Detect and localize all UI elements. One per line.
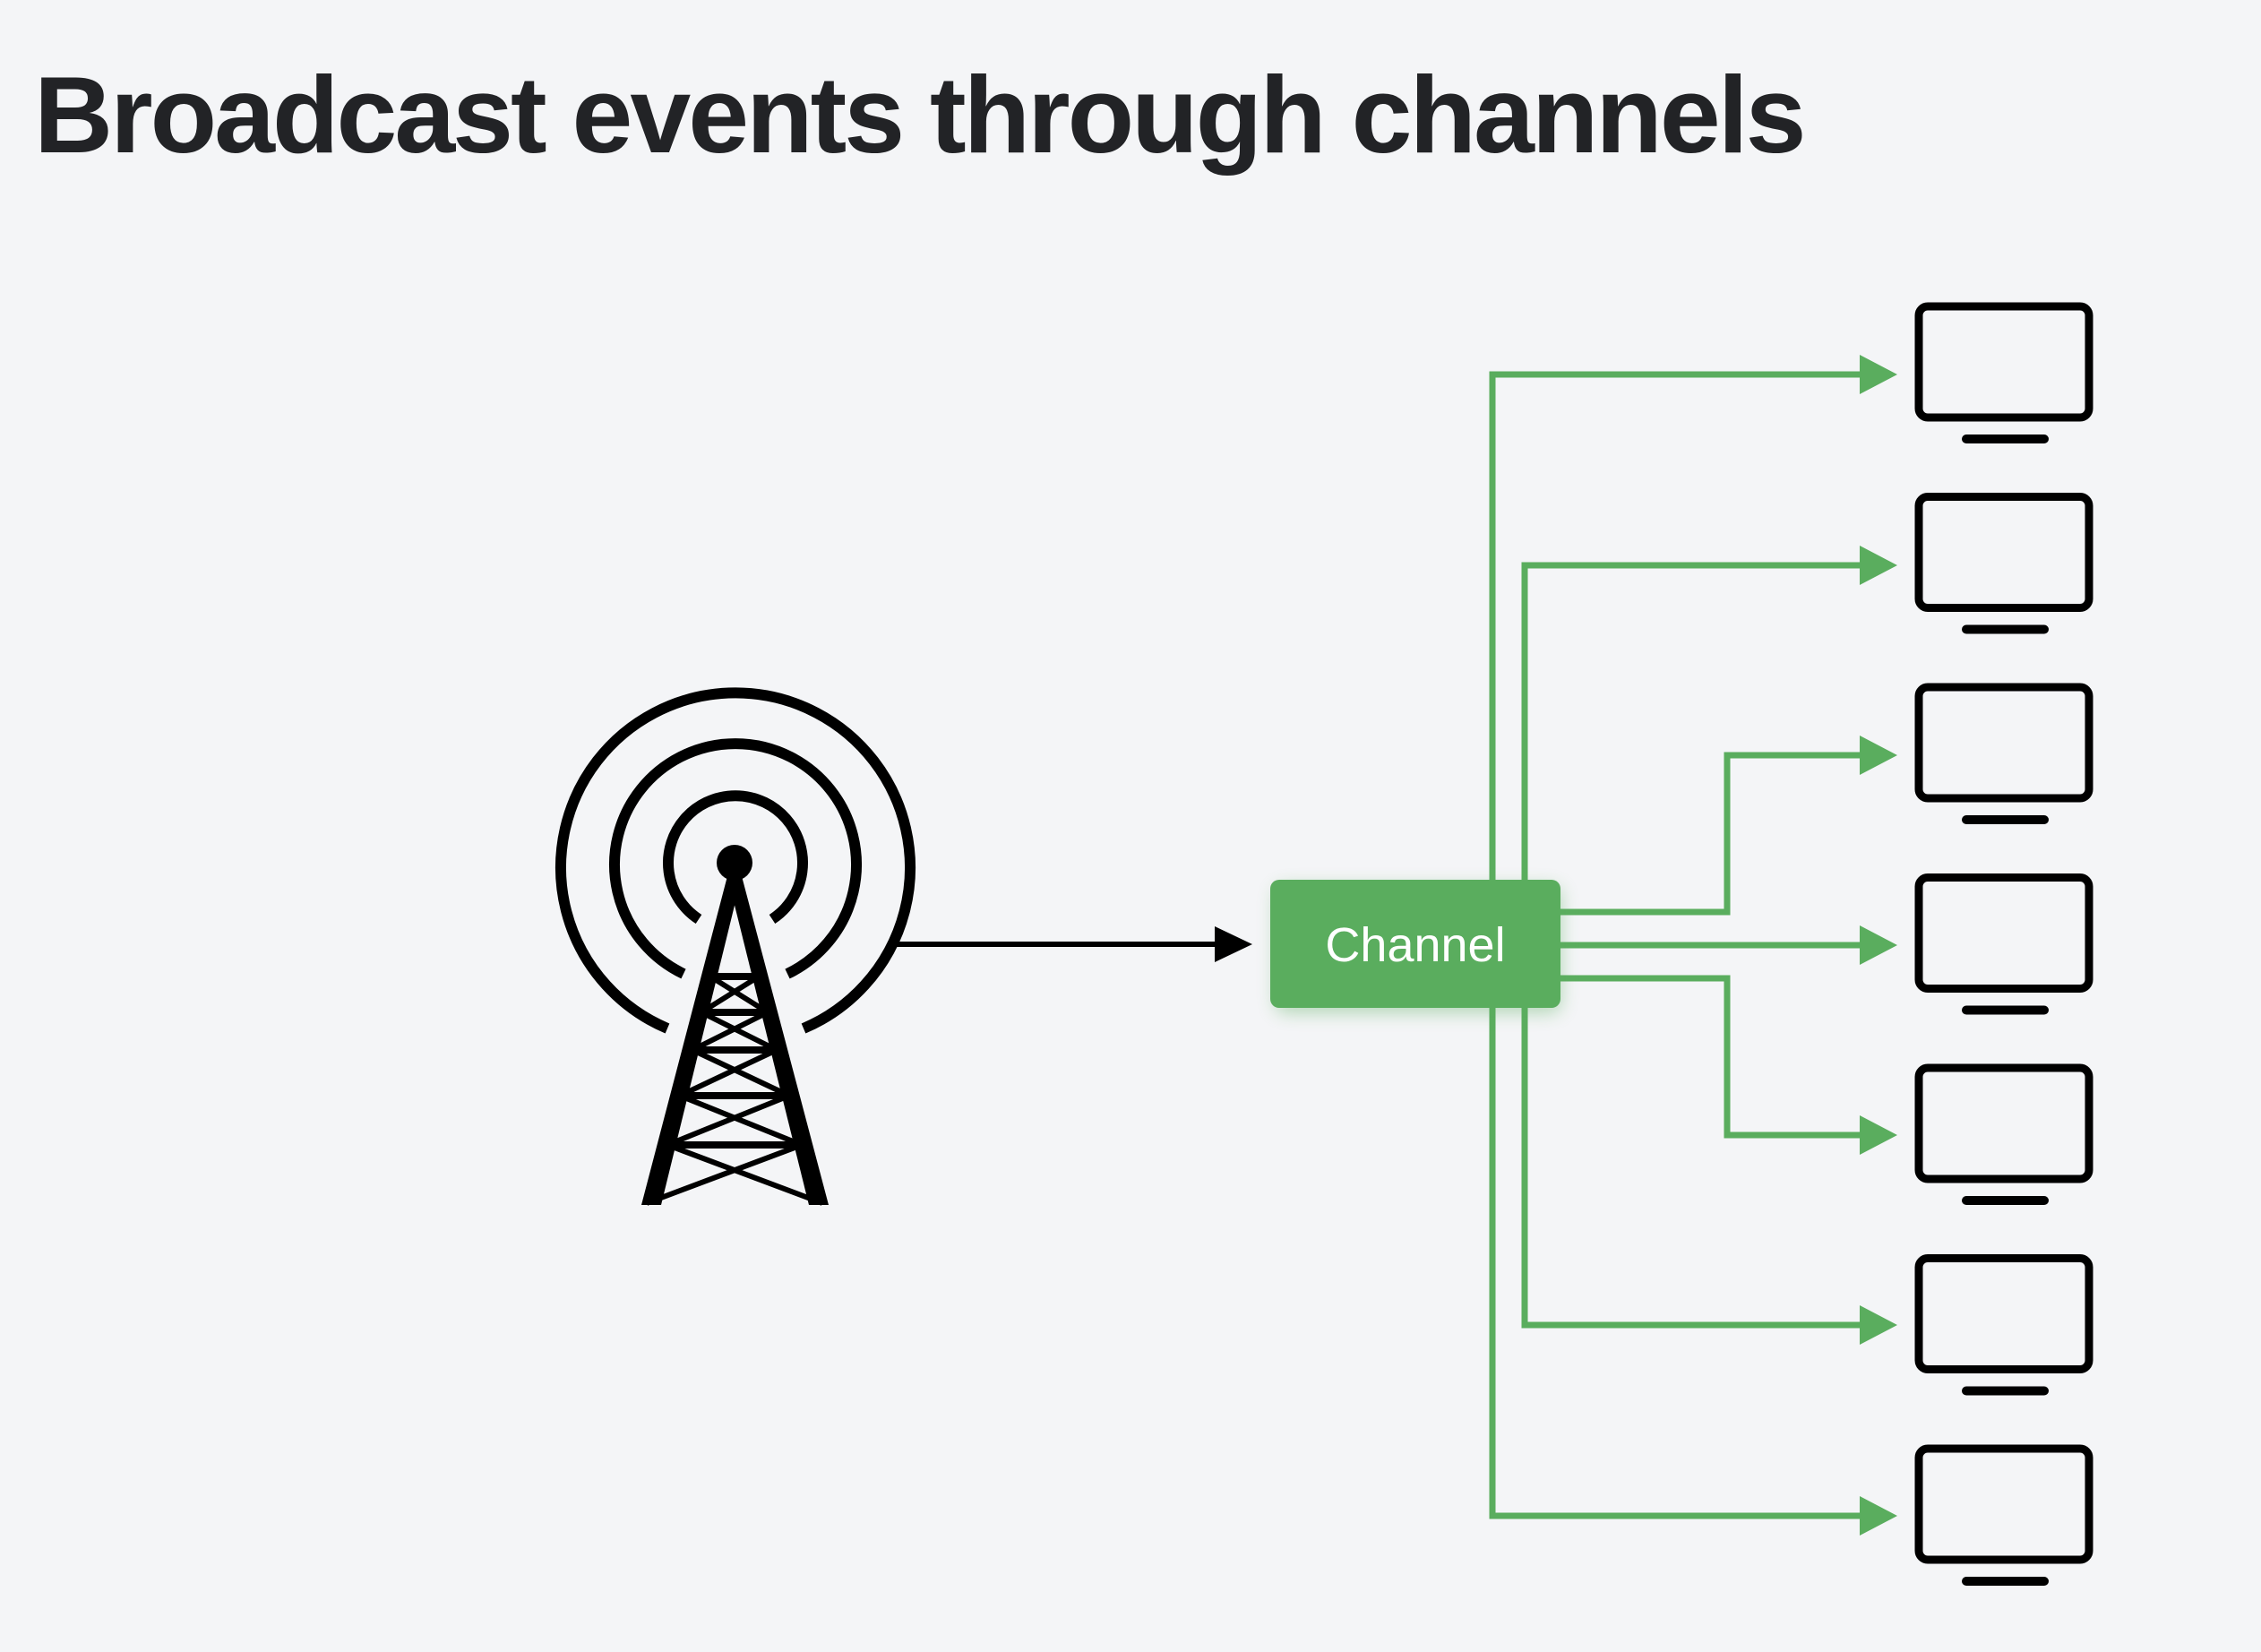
tv-icon (1914, 1254, 2093, 1396)
connector-1 (1489, 371, 1869, 882)
broadcast-tower-icon (555, 687, 916, 1206)
connector-2 (1521, 562, 1869, 882)
tv-icon (1914, 1444, 2093, 1586)
arrowhead-4 (1860, 925, 1897, 965)
tv-icon (1914, 683, 2093, 824)
channel-node: Channel (1270, 880, 1560, 1012)
arrowhead-1 (1860, 355, 1897, 394)
fanout-connectors (1489, 371, 1869, 1519)
arrowhead-6 (1860, 1305, 1897, 1345)
arrowhead-5 (1860, 1115, 1897, 1155)
connector-7 (1489, 1007, 1869, 1519)
connector-3 (1560, 752, 1869, 916)
connector-5 (1560, 975, 1869, 1139)
connector-6 (1521, 1007, 1869, 1329)
arrowhead-2 (1860, 546, 1897, 585)
tv-icon (1914, 873, 2093, 1015)
tv-icon (1914, 1063, 2093, 1205)
tv-icon (1914, 302, 2093, 443)
arrowhead-3 (1860, 736, 1897, 775)
source-to-channel-arrow (896, 926, 1252, 962)
arrowhead-7 (1860, 1496, 1897, 1536)
receivers (1914, 302, 2093, 1586)
tv-icon (1914, 493, 2093, 634)
fanout-arrowheads (1860, 355, 1897, 1536)
channel-label: Channel (1325, 918, 1505, 972)
page-title: Broadcast events through channels (34, 54, 1806, 176)
